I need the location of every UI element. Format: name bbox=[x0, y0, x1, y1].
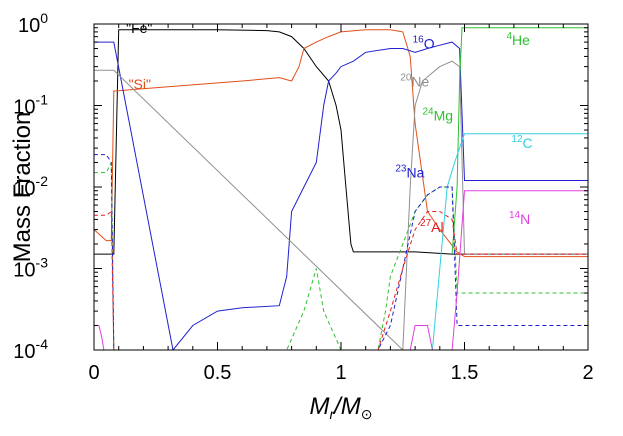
series-label: 14N bbox=[509, 210, 530, 227]
series-line-3 bbox=[94, 60, 588, 350]
x-tick-label: 0 bbox=[88, 362, 99, 384]
series-label: 12C bbox=[511, 134, 532, 151]
y-tick-label: 10-3 bbox=[13, 255, 48, 282]
series-line-7 bbox=[94, 154, 588, 350]
y-axis-ticks: 10-4 10-3 10-2 10-1 100 bbox=[13, 10, 588, 363]
x-tick-label: 2 bbox=[582, 362, 593, 384]
series-label: "Fe" bbox=[126, 20, 152, 36]
series-labels: "Fe" "Si" 16O 20Ne 4He 24Mg 12C 23Na 27Al 14N bbox=[126, 20, 533, 235]
series-label: 16O bbox=[413, 35, 435, 52]
series-line-8 bbox=[94, 210, 588, 350]
series-line-1 bbox=[94, 29, 588, 258]
series-label: 24Mg bbox=[423, 107, 454, 124]
x-axis-label: Mr/M⊙ bbox=[309, 393, 372, 422]
x-tick-label: 1 bbox=[335, 362, 346, 384]
y-tick-label: 10-1 bbox=[13, 92, 48, 119]
series-line-0 bbox=[94, 29, 588, 255]
y-tick-label: 100 bbox=[18, 10, 48, 37]
x-tick-label: 0.5 bbox=[204, 362, 232, 384]
series-label: 4He bbox=[506, 31, 530, 48]
series-label: 27Al bbox=[420, 218, 444, 235]
series-line-6 bbox=[431, 133, 588, 350]
y-tick-label: 10-4 bbox=[13, 336, 48, 363]
series-line-4 bbox=[451, 27, 588, 255]
plot-area bbox=[94, 27, 588, 350]
series-line-9 bbox=[94, 190, 588, 350]
series-line-2 bbox=[94, 41, 588, 350]
x-axis-ticks: 0 0.5 1 1.5 2 bbox=[88, 24, 594, 384]
y-axis-label: Mass Fraction bbox=[9, 112, 36, 263]
y-tick-label: 10-2 bbox=[13, 173, 48, 200]
series-label: 20Ne bbox=[400, 73, 429, 90]
series-label: 23Na bbox=[395, 164, 424, 181]
series-label: "Si" bbox=[129, 76, 151, 92]
plot-frame bbox=[93, 23, 589, 351]
x-tick-label: 1.5 bbox=[451, 362, 479, 384]
